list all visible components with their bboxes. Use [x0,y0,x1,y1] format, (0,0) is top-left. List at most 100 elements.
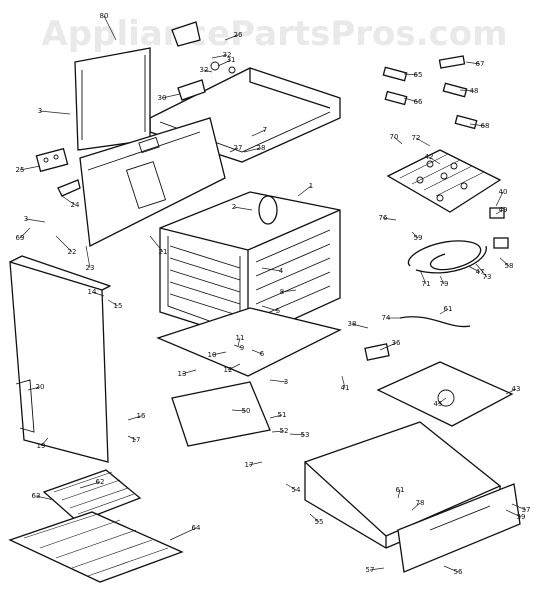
callout-label: 20 [36,383,45,391]
leader-line [439,308,449,315]
callout-label: 78 [416,499,425,507]
callout-label: 52 [280,427,289,435]
right-brackets [364,55,509,361]
leader-line [459,89,475,92]
leader-line [203,69,213,73]
leader-line [289,433,306,436]
sensor-probe [399,316,471,328]
leader-line [269,414,283,419]
leader-line [467,265,481,273]
leader-line [224,34,239,41]
callout-label: 72 [412,134,421,142]
callout-label: 8 [280,288,284,296]
callout-label: 4 [279,267,284,275]
leader-line [428,156,441,165]
callout-label: 19 [37,442,46,450]
leader-line [107,299,119,307]
left-side-panel [79,117,226,248]
leader-line [403,73,419,76]
leader-line [382,217,397,221]
callout-label: 6 [260,350,265,358]
leader-line [397,489,401,499]
callout-label: 80 [100,12,109,20]
callout-labels: 1233345678910111213141516171719202122232… [16,12,531,576]
leader-line [475,263,488,278]
callout-label: 32 [223,51,232,59]
leader-line [379,342,397,351]
leader-line [309,513,320,523]
callout-label: 3 [38,107,42,115]
callout-label: 26 [234,31,243,39]
callout-label: 7 [263,126,267,134]
callout-label: 71 [422,280,431,288]
leader-line [469,123,486,127]
leader-line [19,165,41,171]
leader-line [25,218,46,223]
leader-line [505,509,522,518]
callout-label: 32 [200,66,209,74]
callout-label: 15 [114,302,123,310]
leader-line [465,61,481,65]
callout-label: 31 [227,56,236,64]
small-parts-upper-left [35,21,236,197]
callout-label: 36 [392,339,401,347]
leader-line [251,349,263,355]
callout-label: 14 [88,288,97,296]
callout-label: 9 [240,344,244,352]
callout-label: 79 [440,280,449,288]
leader-line [511,503,527,511]
callout-label: 21 [159,248,168,256]
leader-line [243,147,262,153]
callout-label: 48 [470,87,479,95]
leader-line [393,136,403,145]
callout-label: 38 [348,320,357,328]
callout-label: 58 [505,262,514,270]
callout-label: 63 [32,492,41,500]
leader-line [411,502,421,511]
callout-label: 17 [132,436,141,444]
callout-label: 50 [242,407,251,415]
drawer-rail [171,381,271,447]
leader-line [403,97,419,103]
leader-line [35,495,55,501]
leader-line [127,415,142,421]
callout-label: 16 [137,412,146,420]
leader-line [419,269,427,285]
leader-line [61,195,76,206]
callout-label: 57 [366,566,375,574]
lower-tray [376,361,514,427]
leader-line [237,337,241,347]
callout-label: 56 [454,568,463,576]
callout-label: 43 [512,385,521,393]
callout-label: 41 [341,384,350,392]
callout-label: 70 [390,133,399,141]
callout-label: 13 [178,370,187,378]
leader-line [505,388,517,395]
callout-label: 3 [284,378,288,386]
callout-label: 39 [517,513,526,521]
leader-line [495,191,504,207]
callout-label: 17 [245,461,254,469]
callout-label: 68 [481,122,490,130]
leader-line [285,483,297,491]
callout-label: 23 [86,264,95,272]
callout-label: 69 [16,234,25,242]
leader-line [233,344,243,349]
leader-line [85,245,91,269]
leader-line [233,206,253,211]
leader-line [281,289,297,293]
callout-label: 12 [224,366,233,374]
leader-line [79,481,101,489]
callout-label: 10 [208,351,217,359]
callout-label: 74 [382,314,391,322]
leader-line [103,15,117,41]
callout-label: 25 [16,166,25,174]
callout-label: 42 [425,153,434,161]
callout-label: 45 [434,400,443,408]
oven-rack-large [8,511,184,583]
callout-label: 22 [68,248,77,256]
leader-line [55,235,73,253]
storage-drawer [303,421,521,573]
leader-line [211,351,227,356]
leader-line [127,435,137,441]
